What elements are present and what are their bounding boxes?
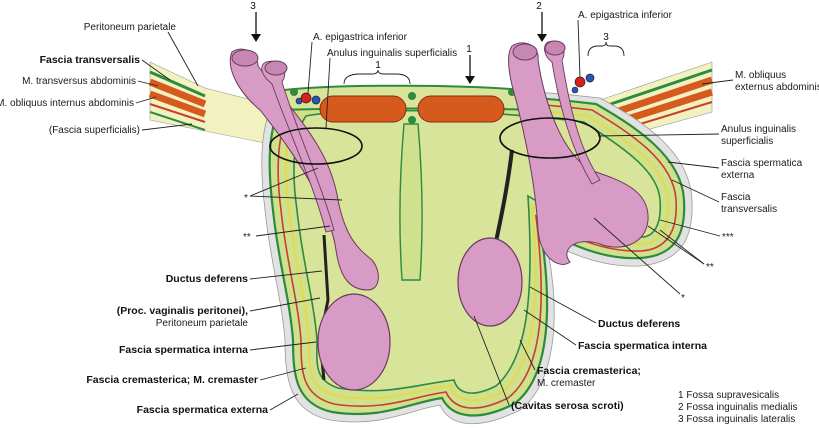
brace-1-top: 1 bbox=[343, 60, 411, 85]
label-fascia-tr-right-2: transversalis bbox=[721, 204, 777, 215]
label-m-transversus: M. transversus abdominis bbox=[22, 76, 136, 87]
left-abdominal-wall bbox=[148, 61, 301, 151]
label-fascia-spermatica-externa-left: Fascia spermatica externa bbox=[137, 404, 268, 416]
label-fascia-cremasterica-left: Fascia cremasterica; M. cremaster bbox=[86, 374, 258, 386]
label-fascia-cremasterica-right: Fascia cremasterica; bbox=[537, 365, 641, 377]
label-m-obliquus-externus-2: externus abdominis bbox=[735, 82, 819, 93]
rectus-muscle-left bbox=[319, 95, 407, 123]
svg-text:3: 3 bbox=[603, 32, 609, 43]
left-testis bbox=[317, 293, 391, 391]
label-a-epigastrica-left: A. epigastrica inferior bbox=[313, 32, 408, 43]
label-right-star2: ** bbox=[706, 262, 714, 273]
label-m-obliquus-externus-1: M. obliquus bbox=[735, 70, 786, 81]
label-fascia-spermatica-interna-left: Fascia spermatica interna bbox=[119, 344, 248, 356]
label-fascia-sp-ext-right-1: Fascia spermatica bbox=[721, 158, 803, 169]
label-anulus-right-2: superficialis bbox=[721, 136, 773, 147]
label-fascia-sp-ext-right-2: externa bbox=[721, 170, 755, 181]
svg-text:1: 1 bbox=[375, 60, 381, 71]
label-left-star2: ** bbox=[243, 232, 251, 243]
central-peritoneum bbox=[283, 84, 541, 281]
right-spermatic-cord bbox=[457, 40, 649, 327]
arrow-2-right: 2 bbox=[536, 1, 547, 42]
label-left-star1: * bbox=[244, 193, 248, 204]
rectus-muscle-right bbox=[417, 95, 505, 123]
svg-text:3: 3 bbox=[250, 1, 256, 12]
left-anulus-ring bbox=[269, 127, 363, 165]
legend: 1 Fossa supravesicalis 2 Fossa inguinali… bbox=[678, 390, 798, 425]
svg-text:2: 2 bbox=[536, 1, 542, 12]
epigastric-vessels-right bbox=[571, 73, 595, 94]
label-anulus-superficialis: Anulus inguinalis superficialis bbox=[327, 48, 457, 59]
label-right-star1: * bbox=[681, 293, 685, 304]
label-fascia-transversalis: Fascia transversalis bbox=[40, 54, 141, 66]
right-testis bbox=[457, 237, 523, 327]
label-a-epigastrica-right: A. epigastrica inferior bbox=[578, 10, 673, 21]
label-right-star3: *** bbox=[722, 232, 734, 243]
legend-item-1: 1 Fossa supravesicalis bbox=[678, 390, 779, 401]
label-m-obliquus-internus: M. obliquus internus abdominis bbox=[0, 98, 134, 109]
left-spermatic-cord bbox=[229, 48, 391, 391]
label-fascia-superficialis: (Fascia superficialis) bbox=[49, 125, 140, 136]
label-fascia-tr-right-1: Fascia bbox=[721, 192, 751, 203]
right-anulus-ring bbox=[499, 117, 601, 159]
svg-text:1: 1 bbox=[466, 44, 472, 55]
label-m-cremaster: M. cremaster bbox=[537, 378, 596, 389]
legend-item-2: 2 Fossa inguinalis medialis bbox=[678, 402, 798, 413]
label-anulus-right-1: Anulus inguinalis bbox=[721, 124, 796, 135]
label-proc-vaginalis: (Proc. vaginalis peritonei), bbox=[117, 305, 248, 317]
arrow-3-left: 3 bbox=[250, 1, 261, 42]
brace-3-right: 3 bbox=[587, 32, 625, 57]
label-peritoneum-parietale: Peritoneum parietale bbox=[84, 22, 177, 33]
arrow-1-mid: 1 bbox=[465, 44, 475, 84]
label-ductus-deferens-right: Ductus deferens bbox=[598, 318, 680, 330]
label-proc-vaginalis-sub: Peritoneum parietale bbox=[156, 318, 249, 329]
label-fascia-spermatica-interna-right: Fascia spermatica interna bbox=[578, 340, 707, 352]
legend-item-3: 3 Fossa inguinalis lateralis bbox=[678, 414, 795, 425]
epigastric-vessels-left bbox=[295, 92, 321, 105]
label-cavitas-serosa: (Cavitas serosa scroti) bbox=[511, 400, 624, 412]
label-ductus-deferens-left: Ductus deferens bbox=[166, 273, 248, 285]
